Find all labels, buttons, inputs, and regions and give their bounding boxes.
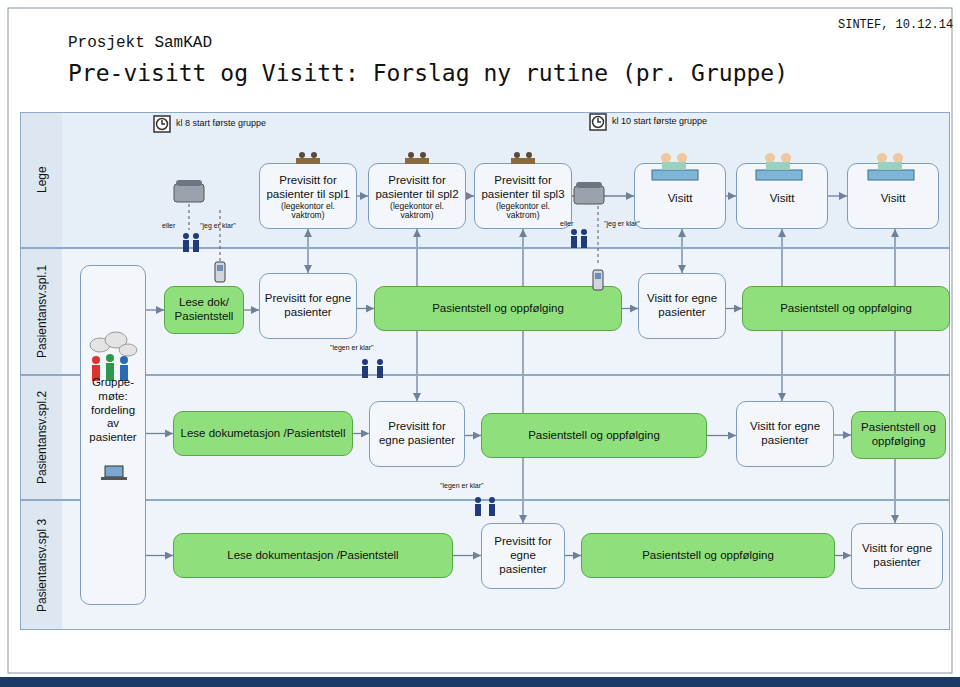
lane-label: Pasientansv.spl.2: [21, 376, 63, 499]
note-label: Prosjekt SamKAD: [68, 34, 212, 52]
box-text: Visitt for egne pasienter: [741, 420, 829, 448]
flow-arrow: [707, 435, 736, 436]
box-text: Visitt for egne pasienter: [643, 292, 721, 320]
flow-arrow: [146, 309, 164, 310]
box-text: Lese dok/ Pasientstell: [169, 296, 239, 324]
laptop-icon: [101, 466, 127, 480]
flow-arrow: [146, 433, 173, 434]
note-label: SINTEF, 10.12.14: [838, 18, 953, 32]
flow-arrow: [522, 229, 523, 523]
flow-arrow: [146, 555, 173, 556]
group-icon: [90, 332, 137, 381]
note-label: eller: [560, 220, 573, 227]
note-label: eller: [162, 222, 175, 229]
flow-arrow: [465, 435, 481, 436]
note-label: "legen er klar": [440, 482, 484, 489]
flow-arrow: [307, 229, 308, 273]
note-label: kl 8 start første gruppe: [176, 118, 266, 128]
box-text: Lese dokumentasjon /Pasientstell: [227, 549, 398, 563]
flow-arrow: [828, 195, 847, 196]
note-label: "jeg er klar": [200, 222, 236, 229]
box-text: Pasientstell og oppfølging: [780, 302, 912, 316]
doctors-icon: [296, 152, 535, 164]
box-text: Pasientstell og oppfølging: [432, 302, 564, 316]
flow-arrow: [565, 555, 581, 556]
activity-box: Lese dokumetasjon /Pasientstell: [173, 411, 353, 456]
flow-arrow: [453, 555, 481, 556]
desk-phone: [174, 180, 604, 204]
note-label: "legen er klar": [330, 344, 374, 351]
flow-arrow: [244, 309, 259, 310]
process-box: Previsitt for pasienter til spl2(legekon…: [368, 163, 466, 229]
flow-arrow: [726, 195, 736, 196]
note-label: kl 10 start første gruppe: [612, 116, 707, 126]
flow-arrow: [357, 195, 368, 196]
flow-arrow: [726, 308, 742, 309]
box-text: Pasientstell og oppfølging: [642, 549, 774, 563]
box-text: Pasientstell og oppfølging: [528, 429, 660, 443]
note-label: "jeg er klar": [604, 220, 640, 227]
flow-arrow: [681, 229, 682, 273]
process-box: Previsitt for pasienter til spl3(legekon…: [474, 163, 572, 229]
process-box: Previsitt for pasienter til spl1(legekon…: [259, 163, 357, 229]
swimlane: Pasientansv.spl.1 Lese dok/ Pasientstell P…: [20, 248, 950, 375]
process-box: Previsitt for egne pasienter: [259, 273, 357, 339]
box-text: Pasientstell og oppfølging: [856, 421, 941, 449]
activity-box: Lese dok/ Pasientstell: [164, 286, 244, 334]
box-note: (legekontor el. vaktrom): [264, 202, 352, 222]
bed-icon: [652, 153, 914, 180]
activity-box: Pasientstell og oppfølging: [481, 413, 707, 458]
box-text: Lese dokumetasjon /Pasientstell: [181, 427, 346, 441]
box-text: Visitt: [770, 192, 795, 206]
activity-box: Pasientstell og oppfølging: [581, 533, 835, 578]
flow-arrow: [834, 434, 851, 435]
flow-arrow: [622, 308, 638, 309]
process-box: Previsitt for egne pasienter: [369, 401, 465, 467]
process-box: Previsitt for egne pasienter: [481, 523, 565, 589]
lane-label: Pasientansv.spl 3: [21, 501, 63, 629]
box-text: Visitt: [668, 192, 693, 206]
swimlane: Pasientansv.spl 3 Lese dokumentasjon /Pas…: [20, 500, 950, 630]
activity-box: Pasientstell og oppfølging: [742, 286, 950, 331]
box-text: Previsitt for pasienter til spl1: [264, 174, 352, 202]
flow-arrow: [894, 229, 895, 523]
box-text: Visitt: [881, 192, 906, 206]
activity-box: Lese dokumentasjon /Pasientstell: [173, 533, 453, 578]
flow-arrow: [835, 555, 851, 556]
process-box: Gruppe- møte: fordeling av pasienter: [80, 265, 146, 605]
box-text: Previsitt for egne pasienter: [264, 292, 352, 320]
process-box: Visitt for egne pasienter: [851, 523, 943, 589]
flow-arrow: [466, 195, 474, 196]
box-text: Gruppe- møte: fordeling av pasienter: [85, 376, 141, 445]
activity-box: Pasientstell og oppfølging: [374, 286, 622, 331]
process-box: Visitt for egne pasienter: [638, 273, 726, 339]
flow-arrow: [353, 433, 369, 434]
box-text: Previsitt for egne pasienter: [374, 420, 460, 448]
activity-box: Pasientstell og oppfølging: [851, 411, 946, 459]
diagram-title: Pre-visitt og Visitt: Forslag ny rutine …: [68, 60, 788, 86]
box-text: Previsitt for pasienter til spl2: [373, 174, 461, 202]
box-text: Previsitt for egne pasienter: [486, 535, 560, 576]
box-note: (legekontor el. vaktrom): [479, 202, 567, 222]
lane-label: Pasientansv.spl.1: [21, 249, 63, 374]
box-text: Visitt for egne pasienter: [856, 542, 938, 570]
box-note: (legekontor el. vaktrom): [373, 202, 461, 222]
mobile-phone: [215, 262, 603, 290]
lane-label: Lege: [21, 113, 63, 247]
box-text: Previsitt for pasienter til spl3: [479, 174, 567, 202]
flow-arrow: [357, 308, 374, 309]
swimlane: Pasientansv.spl.2 Lese dokumetasjon /Pasi…: [20, 375, 950, 500]
process-box: Visitt for egne pasienter: [736, 401, 834, 467]
people-pair: [183, 229, 587, 516]
